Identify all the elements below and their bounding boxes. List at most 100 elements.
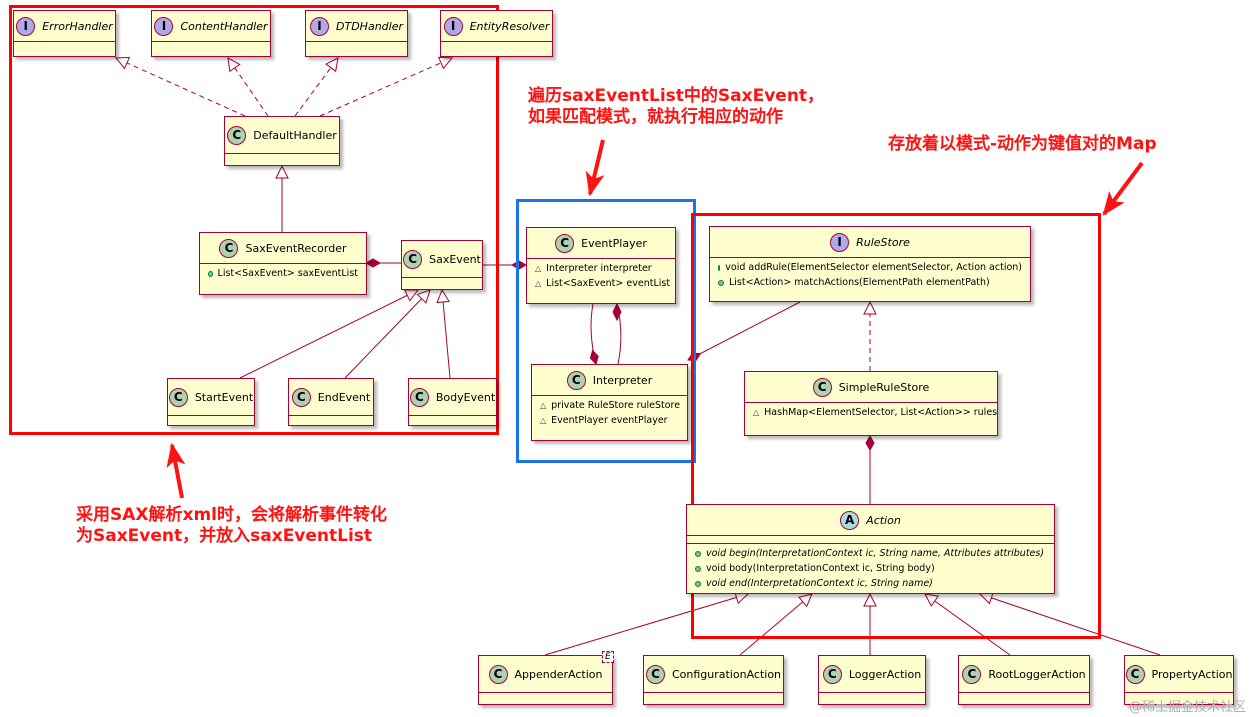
class-name: ContentHandler: [180, 19, 268, 33]
field: private RuleStore ruleStore: [551, 400, 681, 411]
composition-interpreter-eventplayer: [589, 303, 599, 365]
realization-entityresolver: [319, 58, 452, 117]
realization-errorhandler: [116, 58, 246, 117]
public-method-icon: [718, 279, 724, 286]
class-icon: C: [168, 387, 188, 407]
interface-icon: I: [443, 16, 463, 36]
class-name: DTDHandler: [336, 19, 403, 33]
annotation-rulestore: 存放着以模式-动作为键值对的Map: [888, 134, 1157, 155]
package-field-icon: △: [535, 279, 542, 288]
class-simplerulestore[interactable]: C SimpleRuleStore △ HashMap<ElementSelecto…: [744, 371, 998, 436]
field: EventPlayer eventPlayer: [551, 415, 668, 426]
annotation-line: 遍历saxEventList中的SaxEvent，: [528, 86, 825, 106]
method: void body(InterpretationContext ic, Stri…: [706, 563, 935, 574]
class-eventplayer[interactable]: C EventPlayer △ Interpreter interpreter △ L…: [526, 227, 676, 304]
field: HashMap<ElementSelector, List<Action>> r…: [764, 407, 998, 418]
generalization-startevent: [239, 290, 418, 379]
annotation-sax: 采用SAX解析xml时，会将解析事件转化 为SaxEvent，并放入saxEve…: [76, 505, 387, 547]
composition-interpreter-rulestore: [687, 301, 801, 361]
class-icon: C: [962, 664, 982, 684]
realization-dtdhandler: [294, 58, 338, 117]
public-field-icon: [208, 270, 213, 277]
field: Interpreter interpreter: [546, 263, 652, 274]
interface-icon: I: [16, 16, 36, 36]
public-method-icon: [695, 580, 701, 587]
class-name: EntityResolver: [469, 19, 550, 33]
generalization-bodyevent: [442, 290, 451, 379]
class-icon: C: [291, 387, 311, 407]
field: List<SaxEvent> eventList: [546, 278, 671, 289]
package-field-icon: △: [753, 408, 760, 417]
class-loggeraction[interactable]: C LoggerAction: [818, 655, 926, 705]
class-icon: C: [227, 125, 247, 145]
package-field-icon: △: [540, 401, 547, 410]
generic-type-tag: E: [602, 651, 614, 663]
class-action[interactable]: A Action void begin(InterpretationContext…: [686, 504, 1055, 594]
class-interpreter[interactable]: C Interpreter △ private RuleStore ruleStor…: [531, 364, 688, 441]
class-icon: C: [555, 233, 575, 253]
class-name: BodyEvent: [435, 390, 496, 404]
class-icon: C: [812, 377, 832, 397]
class-icon: C: [645, 664, 665, 684]
generalization-endevent: [344, 290, 430, 379]
pointer-eventplayer: [585, 139, 605, 197]
method: void end(InterpretationContext ic, Strin…: [706, 578, 933, 589]
rule-store-frame: [691, 213, 1101, 639]
annotation-line: 如果匹配模式，就执行相应的动作: [528, 107, 783, 127]
class-name: ConfigurationAction: [671, 667, 782, 681]
class-icon: C: [566, 370, 586, 390]
class-icon: C: [403, 249, 423, 269]
class-icon: C: [822, 664, 842, 684]
realization-contenthandler: [228, 58, 269, 117]
public-method-icon: [695, 565, 701, 572]
pointer-sax: [166, 442, 186, 499]
class-name: Action: [866, 513, 901, 527]
generalization-appender: [544, 594, 748, 656]
class-entityresolver[interactable]: I EntityResolver: [440, 10, 553, 57]
public-method-icon: [718, 264, 721, 271]
method: void addRule(ElementSelector elementSele…: [725, 262, 1022, 273]
generalization-configuration: [739, 594, 812, 656]
class-saxevent[interactable]: C SaxEvent: [401, 240, 483, 290]
generalization-rootlogger: [925, 594, 1011, 656]
class-name: SaxEvent: [429, 252, 481, 266]
class-icon: C: [219, 238, 239, 258]
annotation-line: 存放着以模式-动作为键值对的Map: [888, 134, 1157, 154]
class-startevent[interactable]: C StartEvent: [167, 378, 255, 426]
public-method-icon: [695, 550, 701, 557]
interface-icon: I: [154, 16, 174, 36]
class-name: LoggerAction: [848, 667, 922, 681]
field: List<SaxEvent> saxEventList: [217, 268, 358, 279]
class-configurationaction[interactable]: C ConfigurationAction: [643, 655, 784, 705]
class-name: SimpleRuleStore: [838, 380, 930, 394]
generalization-property: [980, 594, 1161, 656]
class-name: Interpreter: [592, 373, 653, 387]
method: List<Action> matchActions(ElementPath el…: [729, 277, 990, 288]
method: void begin(InterpretationContext ic, Str…: [706, 548, 1045, 559]
event-player-frame: [516, 199, 696, 463]
class-contenthandler[interactable]: I ContentHandler: [151, 10, 271, 57]
abstract-class-icon: A: [840, 510, 860, 530]
annotation-line: 采用SAX解析xml时，会将解析事件转化: [76, 505, 388, 525]
class-name: RuleStore: [856, 235, 910, 249]
class-name: EventPlayer: [581, 236, 647, 250]
class-name: PropertyAction: [1151, 667, 1233, 681]
class-name: StartEvent: [194, 390, 254, 404]
package-field-icon: △: [535, 264, 542, 273]
annotation-eventplayer: 遍历saxEventList中的SaxEvent， 如果匹配模式，就执行相应的动…: [528, 86, 824, 128]
watermark: @稀土掘金技术社区: [1128, 700, 1246, 715]
sax-parsing-frame: [9, 5, 499, 435]
pointer-rulestore: [1102, 161, 1144, 216]
class-icon: C: [488, 664, 508, 684]
